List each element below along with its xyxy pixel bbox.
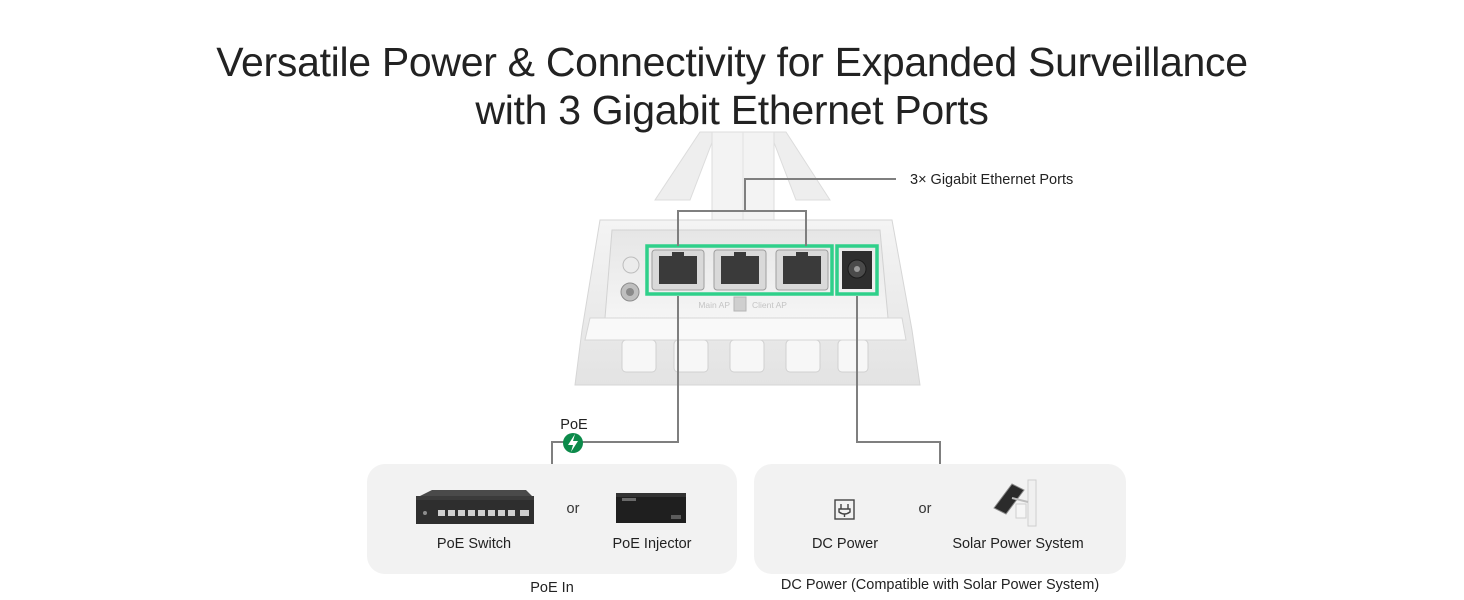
poe-or-text: or [566,501,580,517]
poe-injector-label: PoE Injector [612,536,692,552]
headline: Versatile Power & Connectivity for Expan… [0,38,1464,134]
solar-panel-icon [993,479,1037,527]
dc-port-highlight [835,244,879,296]
poe-badge [563,433,583,453]
mounting-bracket [654,131,831,243]
headline-line-1: Versatile Power & Connectivity for Expan… [216,39,1248,85]
headline-line-2: with 3 Gigabit Ethernet Ports [475,87,989,133]
dc-options-panel [754,464,1126,574]
dc-power-jack [842,251,872,289]
mode-switch [733,296,747,312]
ethernet-ports-highlight [645,244,834,296]
poe-badge-label: PoE [560,417,588,433]
lightning-bolt-icon [568,434,578,452]
solar-power-system-label: Solar Power System [952,536,1084,552]
ethernet-port [713,249,767,291]
poe-switch-label: PoE Switch [436,536,512,552]
connector-lines [551,178,941,464]
ethernet-port [775,249,829,291]
poe-injector-image [616,493,686,523]
dc-power-caption: DC Power (Compatible with Solar Power Sy… [780,577,1100,593]
dc-or-text: or [918,501,932,517]
mode-switch-left-label: Main AP [698,300,730,310]
poe-switch-image [416,490,534,524]
ports-callout-label: 3× Gigabit Ethernet Ports [910,172,1074,188]
mode-switch-right-label: Client AP [752,300,787,310]
poe-in-caption: PoE In [530,580,574,596]
power-outlet-icon [834,499,855,520]
ethernet-port [651,249,705,291]
dc-power-label: DC Power [811,536,879,552]
